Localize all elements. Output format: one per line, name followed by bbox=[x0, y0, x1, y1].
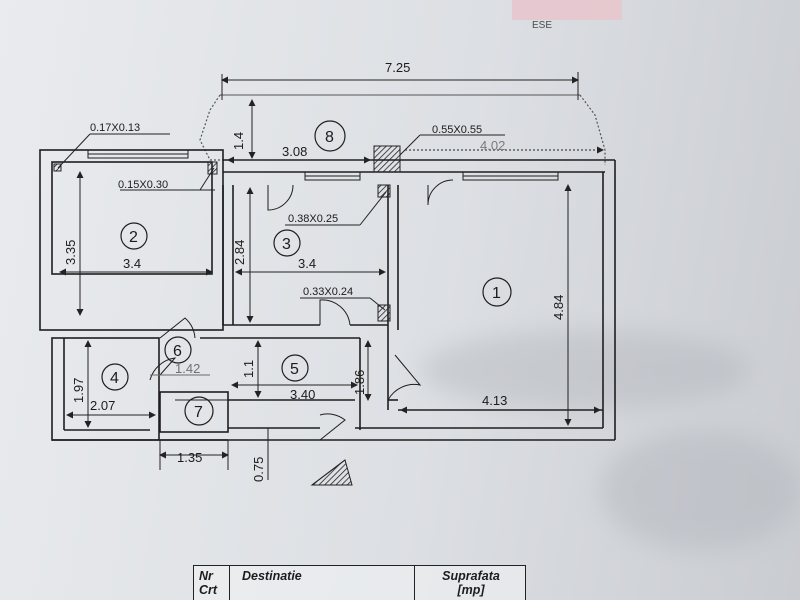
table-header-suprafata: Suprafata [mp] bbox=[442, 569, 500, 597]
dim-room1-inner-width: 4.02 bbox=[480, 138, 505, 153]
column-hatch bbox=[53, 163, 62, 172]
column-hatch bbox=[373, 145, 401, 173]
dim-entry-depth: 0.75 bbox=[251, 457, 266, 482]
dim-room3-width: 3.4 bbox=[298, 256, 316, 271]
room-number-1: 1 bbox=[492, 285, 501, 302]
balcony-outline bbox=[199, 94, 225, 161]
north-arrow-icon bbox=[310, 459, 353, 486]
dimension-lines bbox=[57, 72, 604, 480]
column-label: 0.17X0.13 bbox=[90, 122, 140, 134]
dim-room1-width: 4.13 bbox=[482, 393, 507, 408]
print-smudge bbox=[420, 330, 750, 410]
dim-room2-width: 3.4 bbox=[123, 256, 141, 271]
dim-room4-height: 1.97 bbox=[71, 378, 86, 403]
table-header-nr: Nr Crt bbox=[194, 566, 230, 600]
column-label: 0.15X0.30 bbox=[118, 179, 168, 191]
dim-room7-width: 1.35 bbox=[177, 450, 202, 465]
room-number-2: 2 bbox=[129, 229, 138, 246]
print-smudge bbox=[600, 430, 800, 550]
dim-total-width: 7.25 bbox=[385, 60, 410, 75]
room-circles bbox=[101, 120, 512, 426]
column-hatch bbox=[377, 184, 391, 198]
balcony-outline bbox=[579, 94, 606, 165]
dim-room5-width: 3.40 bbox=[290, 387, 315, 402]
column-label: 0.33X0.24 bbox=[303, 286, 353, 298]
dim-hall-diagonal: 1.42 bbox=[175, 361, 200, 376]
column-label: 0.55X0.55 bbox=[432, 124, 482, 136]
dim-room5-door-height: 1.86 bbox=[352, 370, 367, 395]
table-header-destinatie: Destinatie bbox=[230, 566, 415, 600]
column-hatch bbox=[207, 161, 218, 175]
doors bbox=[149, 179, 454, 441]
room-number-3: 3 bbox=[282, 236, 291, 253]
column-hatch bbox=[377, 304, 391, 322]
dim-room4-width: 2.07 bbox=[90, 398, 115, 413]
dim-room8-width: 3.08 bbox=[282, 144, 307, 159]
redacted-stamp bbox=[512, 0, 622, 20]
stamp-text: ESE bbox=[532, 20, 553, 31]
surface-table-header: Nr Crt Destinatie Suprafata [mp] bbox=[193, 565, 526, 600]
column-label: 0.38X0.25 bbox=[288, 213, 338, 225]
room-number-4: 4 bbox=[110, 370, 119, 387]
windows bbox=[87, 149, 559, 181]
room-number-5: 5 bbox=[290, 361, 299, 378]
room-number-6: 6 bbox=[173, 343, 182, 360]
dim-room2-height: 3.35 bbox=[63, 240, 78, 265]
room-number-8: 8 bbox=[325, 129, 334, 146]
dim-balcony-depth: 1.4 bbox=[231, 132, 246, 150]
dim-room3-height: 2.84 bbox=[232, 240, 247, 265]
dim-room5-height: 1.1 bbox=[241, 360, 256, 378]
dim-room1-height: 4.84 bbox=[551, 295, 566, 320]
room-number-7: 7 bbox=[194, 404, 203, 421]
